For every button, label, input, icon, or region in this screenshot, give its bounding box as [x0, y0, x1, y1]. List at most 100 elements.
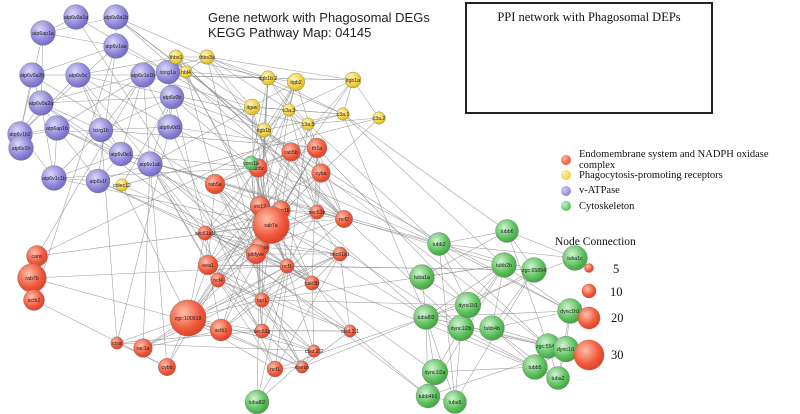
- node-ctsa: ctsa: [110, 336, 124, 350]
- node-circle: [103, 4, 129, 30]
- node-ctsd-2-1: ctsd.2.1: [341, 324, 359, 338]
- node-circle: [44, 115, 70, 141]
- node-label: tcirg1a: [160, 70, 176, 76]
- node-circle: [243, 155, 259, 171]
- node-atp6v1aa: atp6v1aa: [103, 33, 129, 59]
- node-label: thbs3a: [199, 55, 215, 61]
- node-label: rab5a: [208, 182, 221, 188]
- node-coro1a: coro1a: [243, 155, 259, 171]
- node-circle: [130, 62, 156, 88]
- node-circle: [245, 243, 267, 265]
- ppi-inset-panel: PPI network with Phagosomal DEPs: [465, 2, 713, 114]
- network-edge: [207, 183, 216, 266]
- network-edge: [206, 56, 344, 115]
- node-circle: [133, 338, 153, 358]
- node-atp6v0a1a: atp6v0a1a: [63, 4, 89, 30]
- node-circle: [65, 62, 91, 88]
- legend-label: Phagocytosis-promoting receptors: [579, 169, 723, 181]
- node-circle: [254, 323, 270, 339]
- node-hbl4: hbl4: [179, 65, 193, 79]
- node-atp6v0a1b: atp6v0a1b: [103, 4, 129, 30]
- network-edge: [187, 205, 261, 319]
- network-edge: [316, 147, 469, 306]
- node-circle: [8, 135, 34, 161]
- node-circle: [372, 111, 386, 125]
- node-label: atp6v0e1: [110, 152, 131, 158]
- node-label: eea1: [202, 263, 214, 269]
- network-edge: [349, 330, 429, 397]
- node-rac1a: rac1a: [133, 338, 153, 358]
- node-circle: [63, 4, 89, 30]
- node-label: canx: [32, 254, 43, 260]
- network-edge: [259, 246, 341, 255]
- node-label: hbl4: [181, 70, 191, 76]
- network-edge: [263, 129, 345, 220]
- network-edge: [214, 183, 303, 368]
- node-label: tubb4b1: [419, 394, 438, 400]
- network-edge: [220, 218, 345, 331]
- node-label: atp6v0a1a: [64, 15, 88, 21]
- network-edge: [75, 16, 303, 368]
- node-circle: [168, 49, 184, 65]
- network-edge: [460, 327, 549, 347]
- node-cybb: cybb: [158, 358, 176, 376]
- node-circle: [254, 292, 270, 308]
- node-label: tcirg1b: [93, 128, 109, 134]
- node-sec61b: sec61b: [309, 204, 325, 220]
- network-edge: [40, 74, 144, 104]
- node-circle: [495, 219, 519, 243]
- node-circle: [281, 142, 301, 162]
- node-marco: marco: [295, 360, 309, 374]
- network-edge: [100, 96, 173, 131]
- node-label: tuba2: [552, 376, 565, 382]
- node-circle: [295, 360, 309, 374]
- network-edge: [142, 329, 222, 349]
- node-circle: [279, 258, 295, 274]
- node-circle: [409, 264, 435, 290]
- network-edge: [257, 109, 290, 169]
- network-edge: [206, 56, 253, 108]
- node-circle: [110, 336, 124, 350]
- network-edge: [187, 317, 303, 368]
- node-c3a-3: c3a.3: [282, 103, 295, 117]
- network-edge: [274, 316, 427, 370]
- node-circle: [252, 206, 290, 244]
- network-edge: [206, 56, 269, 79]
- network-edge: [19, 45, 117, 135]
- node-tuba8l2: tuba8l2: [244, 389, 270, 414]
- node-sec61a1: sec61a1: [330, 246, 350, 262]
- network-edge: [207, 264, 351, 332]
- network-edge: [31, 265, 288, 279]
- network-edge: [280, 151, 292, 211]
- node-circle: [336, 107, 350, 121]
- network-edge: [149, 163, 257, 255]
- network-edge: [263, 81, 297, 131]
- node-circle: [260, 70, 276, 86]
- node-label: rab7b: [25, 276, 38, 282]
- network-edge: [286, 211, 318, 267]
- node-ctsd-2-2: ctsd.2.2: [305, 344, 323, 358]
- node-label: rac1a: [137, 346, 150, 352]
- node-label: ncf2: [339, 217, 349, 223]
- network-edge: [307, 123, 549, 347]
- node-label: dync1li1: [458, 303, 477, 309]
- node-circle: [306, 137, 328, 159]
- node-circle: [197, 225, 213, 241]
- network-edge: [31, 74, 427, 318]
- title-line-1: Gene network with Phagosomal DEGs: [208, 10, 430, 25]
- network-edge: [97, 45, 117, 182]
- node-circle: [427, 232, 451, 256]
- network-edge: [121, 117, 380, 186]
- network-edge: [175, 56, 269, 79]
- node-thbs3a: thbs3a: [199, 49, 215, 65]
- network-edge: [506, 230, 549, 347]
- network-edge: [115, 16, 208, 58]
- node-label: ctsa: [112, 341, 122, 347]
- node-label: stx12: [254, 204, 267, 210]
- node-c3a-1: c3a.1: [336, 107, 350, 121]
- node-label: sec61g: [254, 329, 271, 335]
- network-edge: [425, 264, 505, 318]
- node-circle: [307, 344, 321, 358]
- network-edge: [301, 330, 351, 368]
- network-edge: [149, 163, 168, 368]
